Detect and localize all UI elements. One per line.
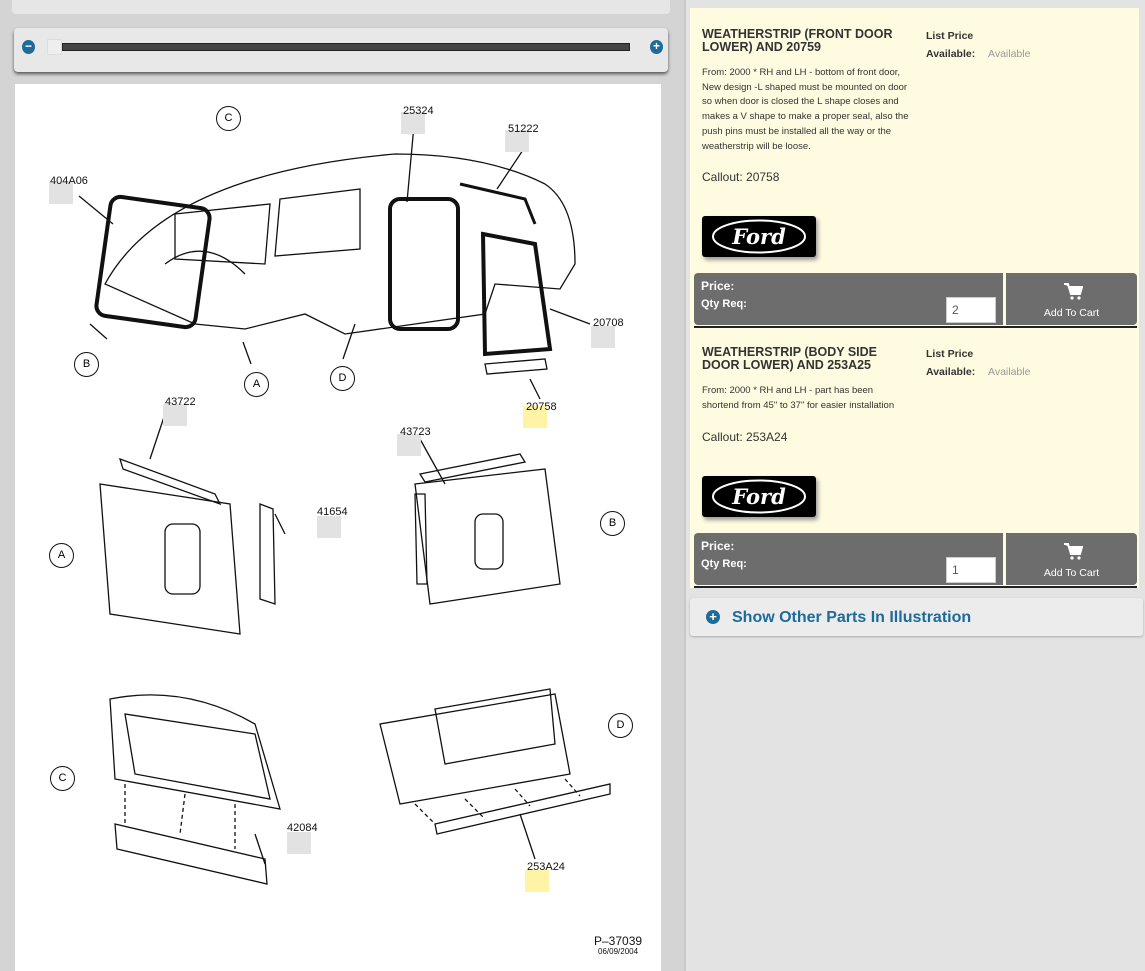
zoom-out-icon[interactable]: − bbox=[22, 40, 35, 54]
callout-highlight-selected bbox=[523, 406, 547, 428]
illustration-drawing bbox=[78, 113, 611, 885]
available-value: Available bbox=[988, 48, 1031, 60]
svg-text:Ford: Ford bbox=[731, 224, 786, 249]
callout-highlight bbox=[591, 326, 615, 348]
part-callout: Callout: 253A24 bbox=[702, 430, 788, 444]
zoom-in-icon[interactable]: + bbox=[650, 40, 663, 54]
callout-label[interactable]: 25324 bbox=[403, 105, 434, 117]
ford-logo: Ford bbox=[702, 476, 816, 517]
zoom-slider-handle[interactable] bbox=[47, 39, 62, 55]
callout-label[interactable]: 51222 bbox=[508, 123, 539, 135]
view-label: A bbox=[49, 543, 74, 568]
figure-date: 06/09/2004 bbox=[598, 947, 639, 956]
callout-label[interactable]: 42084 bbox=[287, 822, 318, 834]
zoom-slider-track[interactable] bbox=[62, 43, 630, 51]
divider bbox=[694, 586, 1137, 588]
zoom-slider-bar: − + bbox=[14, 28, 668, 72]
callout-highlight bbox=[317, 516, 341, 538]
callout-label[interactable]: 404A06 bbox=[50, 175, 88, 187]
illustration-panel: − + bbox=[12, 0, 670, 971]
view-label: B bbox=[74, 352, 99, 377]
callout-highlight bbox=[401, 112, 425, 134]
ford-logo: Ford bbox=[702, 216, 816, 257]
add-to-cart-button[interactable]: Add To Cart bbox=[1006, 533, 1137, 585]
add-to-cart-label: Add To Cart bbox=[1043, 567, 1100, 579]
illustration-toolbar bbox=[12, 0, 670, 14]
view-label: B bbox=[600, 511, 625, 536]
callout-label[interactable]: 253A24 bbox=[527, 861, 565, 873]
callout-label[interactable]: 41654 bbox=[317, 506, 348, 518]
view-label: D bbox=[330, 366, 355, 391]
list-price-label: List Price bbox=[926, 30, 974, 42]
callout-label[interactable]: 43723 bbox=[400, 426, 431, 438]
part-title: WEATHERSTRIP (FRONT DOOR LOWER) AND 2075… bbox=[702, 27, 893, 54]
qty-label: Qty Req: bbox=[701, 558, 747, 570]
svg-text:Ford: Ford bbox=[731, 484, 786, 509]
part-description: From: 2000 * RH and LH - part has been s… bbox=[702, 385, 895, 411]
part-description: From: 2000 * RH and LH - bottom of front… bbox=[702, 67, 909, 152]
view-label: C bbox=[50, 766, 75, 791]
part-title: WEATHERSTRIP (BODY SIDE DOOR LOWER) AND … bbox=[702, 345, 878, 372]
qty-input[interactable] bbox=[946, 297, 996, 323]
qty-label: Qty Req: bbox=[701, 298, 747, 310]
price-label: Price: bbox=[701, 539, 735, 553]
list-price-label: List Price bbox=[926, 348, 974, 360]
part-callout: Callout: 20758 bbox=[702, 170, 780, 184]
available-value: Available bbox=[988, 366, 1031, 378]
callout-label[interactable]: 20758 bbox=[526, 401, 557, 413]
parts-list: WEATHERSTRIP (FRONT DOOR LOWER) AND 2075… bbox=[690, 8, 1139, 588]
callout-highlight bbox=[163, 404, 187, 426]
view-label: D bbox=[608, 713, 633, 738]
price-label: Price: bbox=[701, 279, 735, 293]
divider bbox=[694, 326, 1137, 328]
add-to-cart-label: Add To Cart bbox=[1043, 307, 1100, 319]
callout-highlight bbox=[287, 832, 311, 854]
add-to-cart-button[interactable]: Add To Cart bbox=[1006, 273, 1137, 325]
show-other-parts-button[interactable]: + Show Other Parts In Illustration bbox=[690, 598, 1143, 636]
cart-icon bbox=[1064, 543, 1083, 560]
available-label: Available: bbox=[926, 366, 976, 378]
available-label: Available: bbox=[926, 48, 976, 60]
figure-id: P–37039 bbox=[594, 934, 643, 948]
callout-label[interactable]: 20708 bbox=[593, 317, 624, 329]
view-label: A bbox=[244, 372, 269, 397]
plus-circle-icon: + bbox=[706, 610, 720, 624]
parts-list-panel: WEATHERSTRIP (FRONT DOOR LOWER) AND 2075… bbox=[684, 0, 1145, 971]
show-other-parts-label: Show Other Parts In Illustration bbox=[732, 609, 972, 626]
callout-highlight-selected bbox=[525, 870, 549, 892]
cart-icon bbox=[1064, 283, 1083, 300]
view-label: C bbox=[216, 106, 241, 131]
callout-highlight bbox=[397, 434, 421, 456]
callout-label[interactable]: 43722 bbox=[165, 396, 196, 408]
purchase-bar: Price: Qty Req: Add To Cart bbox=[694, 273, 1137, 325]
purchase-bar: Price: Qty Req: Add To Cart bbox=[694, 533, 1137, 585]
callout-highlight bbox=[505, 130, 529, 152]
qty-input[interactable] bbox=[946, 557, 996, 583]
callout-highlight bbox=[49, 182, 73, 204]
parts-illustration: C 25324 51222 404A06 B A D 20708 20758 4… bbox=[15, 84, 661, 971]
